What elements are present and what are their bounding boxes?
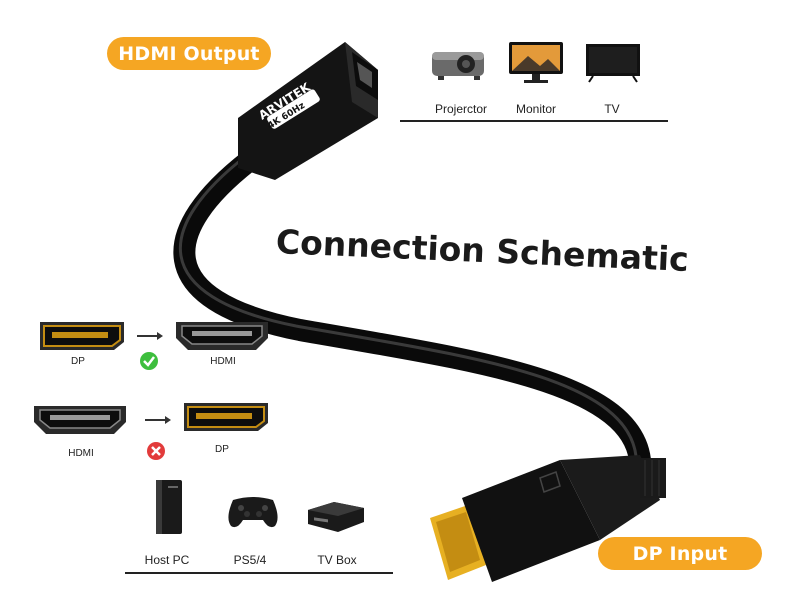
arrow-right-icon-2	[145, 416, 171, 424]
hdmi-port-icon-2	[34, 406, 126, 434]
gamepad-icon	[228, 497, 278, 528]
device-label-monitor: Monitor	[515, 102, 556, 116]
hdmi-output-label: HDMI Output	[107, 37, 271, 70]
device-label-host-pc: Host PC	[144, 553, 190, 567]
projector-icon	[432, 52, 484, 80]
device-label-projector: Projerctor	[434, 102, 487, 116]
check-icon	[140, 352, 158, 370]
compat-from-hdmi: HDMI	[68, 448, 94, 459]
compat-to-dp: DP	[215, 444, 229, 455]
dp-port-icon-2	[184, 403, 268, 431]
cross-icon	[147, 442, 165, 460]
compat-to-hdmi: HDMI	[210, 356, 236, 367]
dp-connector	[430, 455, 666, 582]
tv-box-icon	[308, 502, 364, 532]
device-label-ps: PS5/4	[233, 553, 267, 567]
device-label-tv-box: TV Box	[317, 553, 357, 567]
dp-input-label: DP Input	[598, 537, 762, 570]
device-label-tv: TV	[604, 102, 620, 116]
arrow-right-icon	[137, 332, 163, 340]
compat-from-dp: DP	[71, 356, 85, 367]
dp-port-icon	[40, 322, 124, 350]
pc-tower-icon	[156, 480, 182, 534]
monitor-icon	[509, 42, 563, 83]
top-devices-divider	[400, 120, 668, 122]
hdmi-port-icon	[176, 322, 268, 350]
tv-icon	[586, 44, 640, 83]
bottom-devices-divider	[125, 572, 393, 574]
